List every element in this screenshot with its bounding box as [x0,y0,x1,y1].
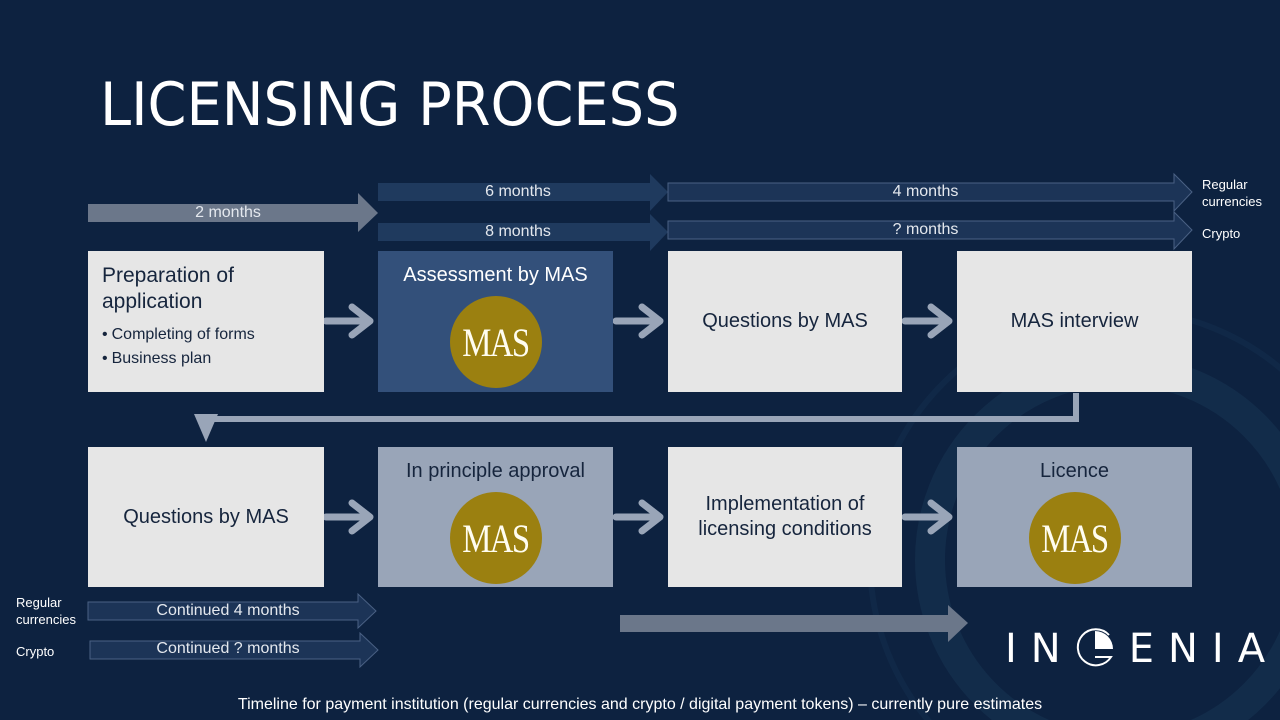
step-arrow-1 [322,303,374,339]
logo-text-enia: ENIA [1128,626,1280,672]
return-connector-arrowhead [194,414,218,442]
label-line: currencies [1202,194,1262,209]
bottom-crypto-label: Crypto [16,644,55,659]
arrow-prep-duration [88,193,378,232]
label-line: Regular [1202,177,1248,192]
return-connector [206,393,1079,422]
mas-logo-text: MAS [462,515,530,561]
mas-logo-icon: MAS [449,492,542,584]
step-title: Questions by MAS [702,310,868,332]
step-title: Implementation of licensing conditions [698,493,872,540]
mas-logo-icon: MAS [449,296,542,388]
arrow-assessment-crypto [378,214,668,251]
mas-logo-icon: MAS [1028,492,1121,584]
footer-note: Timeline for payment institution (regula… [237,696,1043,713]
step-title: Assessment by MAS [403,264,588,286]
assessment-regular-label: 6 months [485,183,551,200]
assessment-crypto-label: 8 months [485,223,551,240]
step-arrow-4 [322,499,374,535]
top-regular-currencies-label: Regular currencies [1202,176,1262,210]
page-title: LICENSING PROCESS [100,70,680,140]
step-bullets: Completing of forms Business plan [102,323,255,371]
step-implementation: Implementation of licensing conditions [668,447,902,587]
questions-regular-label: 4 months [892,183,959,200]
step-title: In principle approval [406,460,585,482]
bullet-item: Completing of forms [102,323,255,347]
label-line: Regular [16,595,62,610]
step-title: Licence [1040,460,1109,482]
step-preparation: Preparation of application Completing of… [88,251,324,392]
step-title: Preparation of application [102,264,234,313]
step-title: Questions by MAS [123,505,289,528]
step-in-principle-approval: In principle approval MAS [378,447,613,587]
step-arrow-3 [901,303,953,339]
step-interview: MAS interview [957,251,1192,392]
questions-crypto-label: ? months [892,221,959,238]
ingenia-logo: IN ENIA [1005,626,1279,672]
ingenia-g-mark-icon [1076,628,1113,667]
arrow-questions-regular [667,172,1193,213]
arrow-assessment-regular [378,174,668,211]
continued-regular-label: Continued 4 months [156,602,300,619]
step-title: MAS interview [1010,310,1139,332]
arrow-continued-regular [87,592,377,630]
step-arrow-6 [901,499,953,535]
continued-crypto-label: Continued ? months [156,640,300,657]
top-crypto-label: Crypto [1202,226,1241,241]
arrow-continued-crypto [89,631,379,669]
step-arrow-2 [612,303,664,339]
arrow-questions-crypto [667,210,1193,251]
bottom-regular-currencies-label: Regular currencies [16,594,76,628]
arrow-implementation-duration [620,605,968,642]
step-questions-2: Questions by MAS [88,447,324,587]
prep-duration-label: 2 months [195,204,261,221]
logo-text-in: IN [1005,626,1075,672]
step-assessment: Assessment by MAS MAS [378,251,613,392]
mas-logo-text: MAS [462,319,530,365]
step-arrow-5 [612,499,664,535]
step-questions-1: Questions by MAS [668,251,902,392]
step-licence: Licence MAS [957,447,1192,587]
bullet-item: Business plan [102,347,255,371]
label-line: currencies [16,612,76,627]
mas-logo-text: MAS [1041,515,1109,561]
